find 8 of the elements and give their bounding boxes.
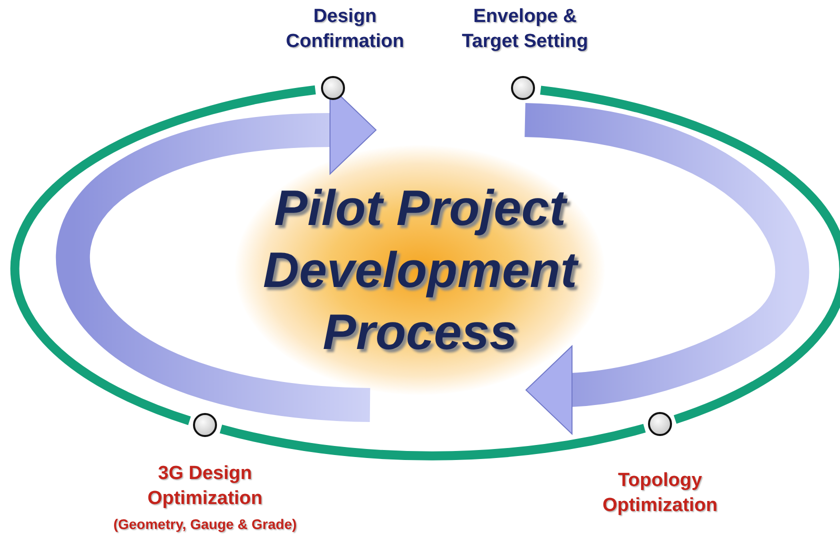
ring-connector: [10, 85, 316, 426]
ring-connector: [220, 424, 646, 460]
node-sublabel: (Geometry, Gauge & Grade): [113, 515, 297, 534]
node-label: Design Confirmation: [284, 5, 406, 54]
center-title: Pilot Project Development Process: [262, 179, 580, 362]
node-label: Envelope & Target Setting: [460, 5, 590, 54]
node-label: 3G Design Optimization: [146, 462, 264, 511]
node-label: Topology Optimization: [601, 469, 719, 518]
